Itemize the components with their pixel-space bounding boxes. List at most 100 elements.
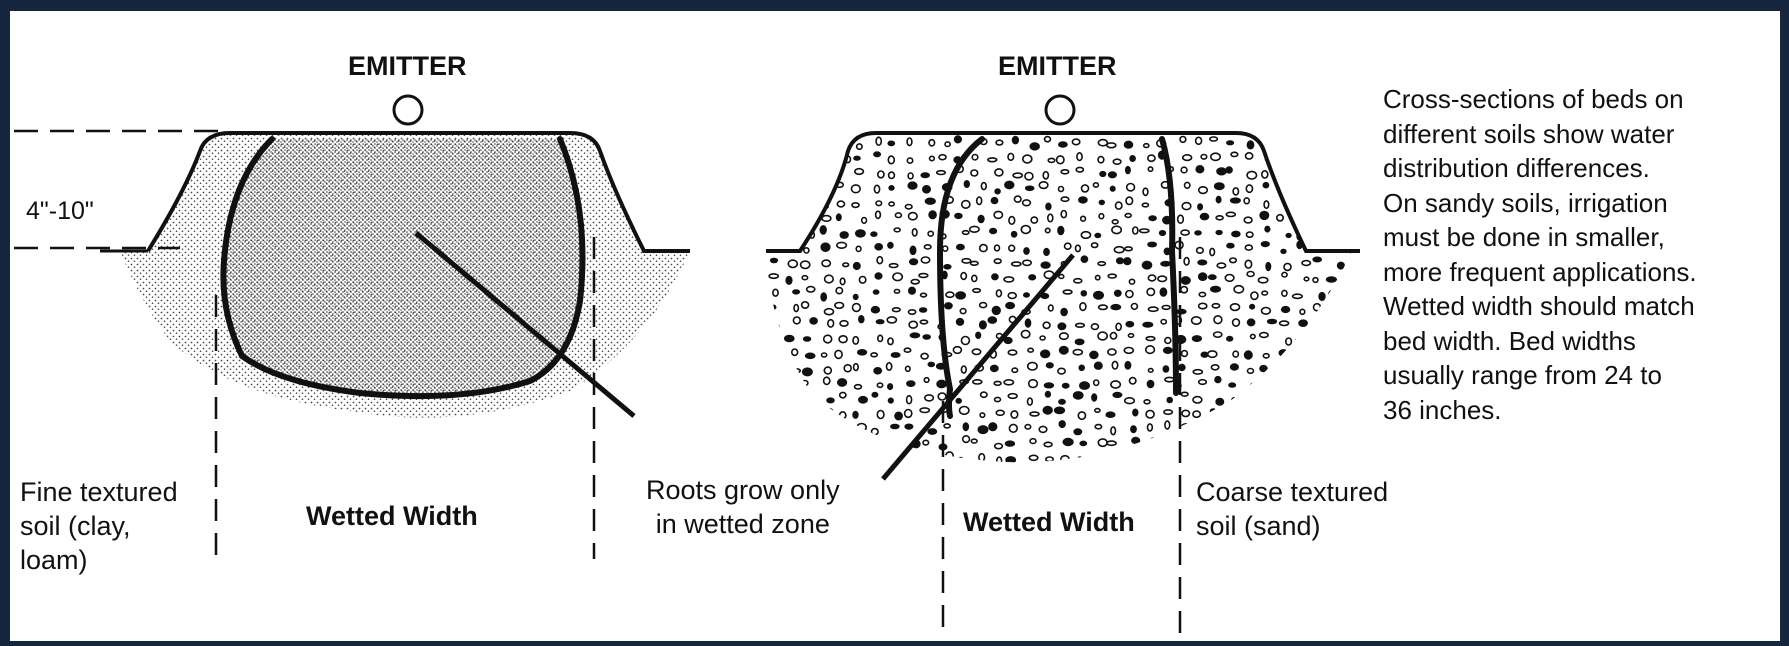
- gravel-particle: [1059, 187, 1064, 192]
- roots-label: Roots grow only in wetted zone: [646, 473, 840, 541]
- gravel-particle: [1004, 380, 1013, 385]
- gravel-particle: [1144, 144, 1149, 148]
- gravel-particle: [1182, 351, 1188, 357]
- gravel-particle: [803, 183, 808, 188]
- gravel-particle: [894, 228, 900, 232]
- gravel-particle: [1211, 287, 1220, 292]
- gravel-particle: [1125, 214, 1131, 218]
- gravel-particle: [1329, 291, 1334, 298]
- gravel-particle: [1243, 409, 1252, 413]
- gravel-particle: [894, 290, 899, 294]
- gravel-particle: [1193, 411, 1200, 417]
- gravel-particle: [1193, 336, 1202, 341]
- gravel-particle: [1024, 293, 1029, 297]
- gravel-particle: [873, 458, 882, 463]
- gravel-particle: [1043, 172, 1048, 179]
- gravel-particle: [1283, 187, 1291, 194]
- gravel-particle: [1294, 456, 1303, 460]
- gravel-particle: [1304, 277, 1309, 281]
- gravel-particle: [1336, 170, 1342, 177]
- gravel-particle: [1114, 247, 1124, 253]
- gravel-particle: [1025, 425, 1031, 429]
- gravel-particle: [1332, 411, 1341, 418]
- gravel-particle: [1231, 459, 1235, 464]
- gravel-particle: [811, 427, 816, 431]
- gravel-particle: [1193, 370, 1202, 374]
- gravel-particle: [801, 168, 808, 174]
- gravel-particle: [822, 353, 827, 357]
- gravel-particle: [1077, 153, 1082, 161]
- gravel-particle: [925, 395, 934, 401]
- gravel-particle: [929, 211, 936, 219]
- gravel-particle: [823, 436, 832, 443]
- gravel-particle: [854, 295, 858, 300]
- gravel-particle: [1179, 365, 1185, 371]
- gravel-particle: [1201, 155, 1207, 160]
- emitter-left-label: EMITTER: [348, 49, 467, 83]
- gravel-particle: [822, 216, 831, 222]
- gravel-particle: [1201, 470, 1206, 474]
- gravel-particle: [875, 273, 882, 279]
- gravel-particle: [806, 353, 815, 358]
- gravel-particle: [1199, 292, 1205, 296]
- gravel-particle: [1039, 426, 1047, 432]
- gravel-particle: [862, 218, 867, 224]
- wetted-width-right-label: Wetted Width: [963, 505, 1135, 539]
- gravel-particle: [1233, 188, 1238, 195]
- gravel-particle: [973, 289, 981, 293]
- gravel-particle: [945, 142, 950, 147]
- gravel-particle: [803, 143, 811, 147]
- gravel-particle: [859, 316, 864, 323]
- gravel-particle: [1094, 292, 1103, 299]
- gravel-particle: [1334, 457, 1339, 464]
- gravel-particle: [996, 290, 1001, 297]
- gravel-particle: [805, 397, 814, 404]
- gravel-particle: [1111, 381, 1120, 388]
- gravel-particle: [1030, 143, 1039, 150]
- gravel-particle: [1248, 319, 1255, 325]
- gravel-particle: [1195, 231, 1201, 235]
- gravel-particle: [875, 244, 882, 250]
- gravel-particle: [1126, 197, 1133, 204]
- gravel-particle: [1279, 429, 1288, 433]
- gravel-particle: [771, 259, 778, 263]
- gravel-particle: [1282, 272, 1287, 277]
- gravel-particle: [1351, 361, 1360, 368]
- gravel-particle: [1165, 421, 1170, 429]
- gravel-particle: [1193, 397, 1202, 403]
- gravel-particle: [874, 152, 880, 156]
- gravel-particle: [1280, 468, 1285, 472]
- gravel-particle: [1335, 211, 1343, 216]
- gravel-particle: [1348, 393, 1355, 397]
- gravel-particle: [1300, 140, 1306, 146]
- gravel-particle: [1268, 320, 1277, 324]
- gravel-particle: [1350, 426, 1356, 430]
- gravel-particle: [1061, 211, 1066, 218]
- gravel-particle: [1125, 398, 1135, 404]
- gravel-particle: [1251, 383, 1256, 387]
- gravel-particle: [1079, 197, 1087, 203]
- gravel-particle: [1284, 263, 1291, 270]
- gravel-particle: [786, 277, 792, 285]
- gravel-particle: [792, 349, 798, 355]
- gravel-particle: [844, 365, 851, 372]
- gravel-particle: [1258, 277, 1267, 282]
- gravel-particle: [990, 229, 997, 234]
- gravel-particle: [839, 336, 847, 343]
- gravel-particle: [956, 472, 964, 477]
- gravel-particle: [1332, 144, 1340, 150]
- gravel-particle: [1094, 380, 1099, 385]
- gravel-particle: [910, 246, 915, 254]
- gravel-particle: [1250, 305, 1255, 309]
- gravel-particle: [957, 245, 964, 250]
- gravel-particle: [1319, 199, 1328, 205]
- gravel-particle: [1319, 293, 1325, 301]
- gravel-particle: [1216, 399, 1223, 405]
- gravel-particle: [888, 444, 895, 449]
- gravel-particle: [1023, 155, 1032, 163]
- gravel-particle: [1194, 421, 1202, 427]
- gravel-particle: [854, 263, 860, 270]
- gravel-particle: [791, 216, 800, 224]
- gravel-particle: [1150, 438, 1155, 444]
- gravel-particle: [838, 379, 847, 386]
